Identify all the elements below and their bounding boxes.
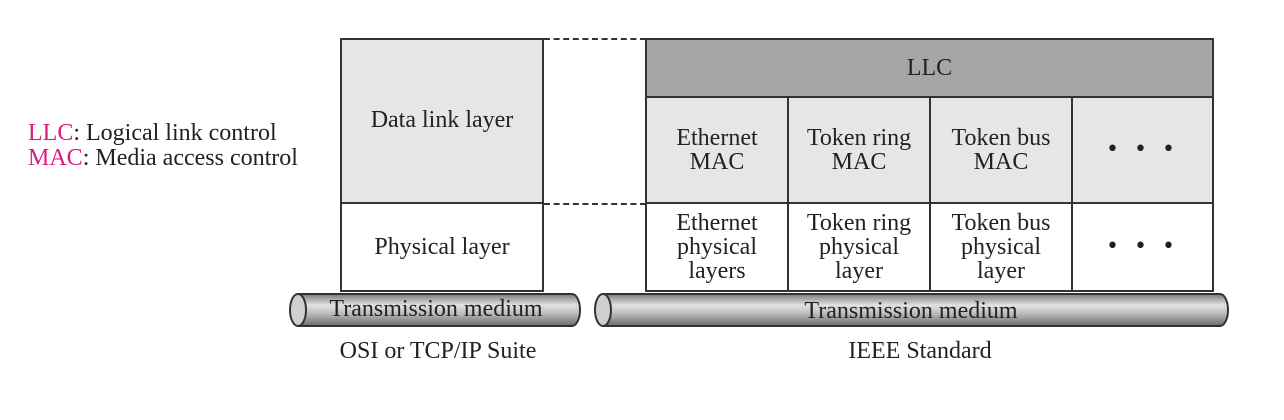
ieee-llc-label: LLC	[906, 55, 953, 81]
osi-medium-cylinder	[289, 293, 581, 327]
ieee-medium-cylinder	[594, 293, 1229, 327]
osi-medium-label: Transmission medium	[329, 296, 543, 322]
mac-line: Ethernet	[676, 125, 758, 151]
legend-mac-abbr: MAC	[28, 145, 83, 172]
phy-line: layers	[688, 258, 746, 284]
connector-dashed-top	[544, 38, 646, 40]
osi-physical-layer: Physical layer	[340, 202, 544, 292]
osi-data-link-label: Data link layer	[370, 107, 514, 133]
legend-mac: MAC: Media access control	[28, 146, 298, 171]
phy-line: layer	[835, 258, 883, 284]
ieee-caption: IEEE Standard	[848, 338, 992, 364]
legend-llc-abbr: LLC	[28, 120, 74, 146]
mac-line: MAC	[689, 149, 745, 175]
connector-dashed-bottom	[544, 203, 646, 205]
ieee-medium-label: Transmission medium	[804, 298, 1018, 324]
phy-line: Token ring	[806, 210, 912, 236]
osi-data-link-layer: Data link layer	[340, 38, 544, 204]
mac-line: Token ring	[806, 125, 912, 151]
legend-llc-text: : Logical link control	[73, 120, 277, 146]
mac-line: Token bus	[951, 125, 1051, 151]
ieee-llc-sublayer: LLC	[645, 38, 1214, 98]
mac-line: MAC	[831, 149, 887, 175]
ieee-mac-more: • • •	[1071, 96, 1214, 204]
osi-caption: OSI or TCP/IP Suite	[339, 338, 537, 364]
mac-line: MAC	[973, 149, 1029, 175]
legend: LLC: Logical link control MAC: Media acc…	[28, 120, 298, 171]
phy-line: Ethernet	[676, 210, 758, 236]
ieee-physical-more: • • •	[1071, 202, 1214, 292]
phy-line: Token bus	[951, 210, 1051, 236]
phy-line: physical	[819, 234, 899, 260]
legend-llc: LLC: Logical link control	[28, 120, 298, 146]
phy-line: physical	[677, 234, 757, 260]
ellipsis: • • •	[1106, 137, 1179, 162]
phy-line: physical	[961, 234, 1041, 260]
ellipsis: • • •	[1106, 234, 1179, 259]
phy-line: layer	[977, 258, 1025, 284]
osi-physical-label: Physical layer	[374, 234, 510, 260]
legend-mac-text: : Media access control	[82, 145, 298, 172]
